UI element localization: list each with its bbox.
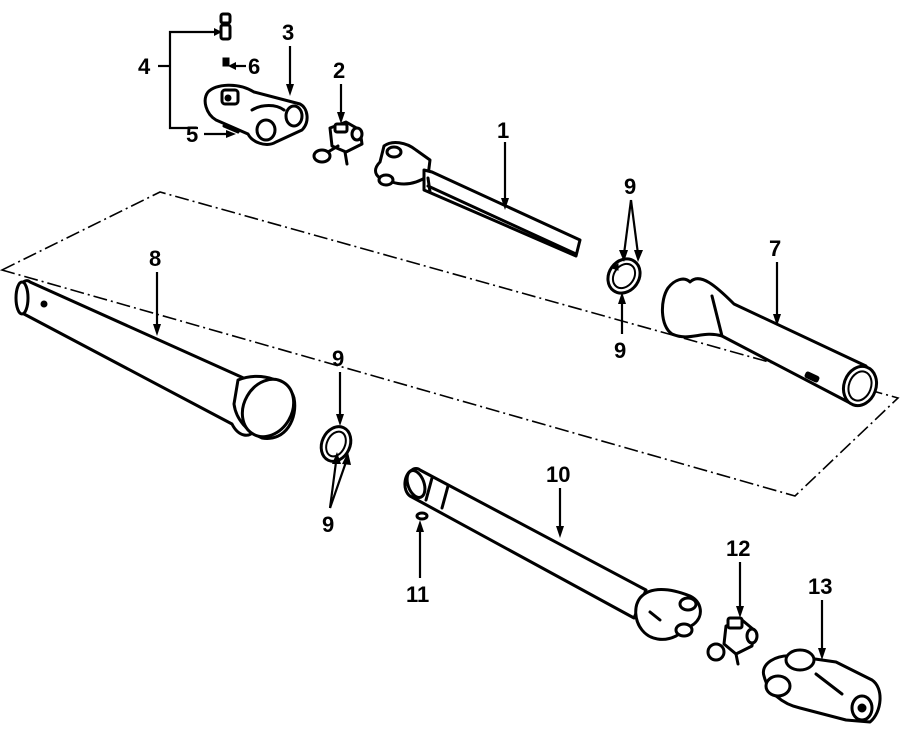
part-1-front-shaft-yoke <box>374 141 582 258</box>
callout-9-lower-top: 9 <box>332 346 344 371</box>
callout-11: 11 <box>406 582 429 607</box>
callout-1: 1 <box>497 118 509 143</box>
assembly-boundary-dashed <box>0 191 900 497</box>
part-6-plug <box>222 57 230 67</box>
callout-13: 13 <box>808 574 832 599</box>
callout-4: 4 <box>138 54 151 79</box>
callout-12: 12 <box>726 536 750 561</box>
part-9-snap-ring-lower <box>319 425 353 463</box>
part-8-shaft-tube <box>14 279 297 440</box>
callout-9-upper-bottom: 9 <box>614 338 626 363</box>
callout-6: 6 <box>248 54 260 79</box>
callout-3: 3 <box>282 20 294 45</box>
part-4-grease-fitting <box>219 12 232 41</box>
callout-10: 10 <box>546 462 570 487</box>
callout-2: 2 <box>333 58 345 83</box>
callout-9-lower-bottom: 9 <box>322 512 334 537</box>
part-10-rear-shaft-yoke <box>403 467 702 641</box>
part-3-slip-yoke <box>203 83 309 146</box>
part-2-universal-joint <box>312 120 364 166</box>
callout-8: 8 <box>149 246 161 271</box>
callout-7: 7 <box>769 236 781 261</box>
callout-5: 5 <box>186 122 198 147</box>
part-7-slip-tube <box>661 277 879 408</box>
part-5-bolt <box>222 124 240 134</box>
part-12-universal-joint <box>706 616 759 666</box>
part-11-clip <box>415 511 429 521</box>
callout-9-upper-top: 9 <box>624 174 636 199</box>
part-13-end-yoke <box>761 648 882 724</box>
part-9-snap-ring-upper <box>606 257 642 295</box>
